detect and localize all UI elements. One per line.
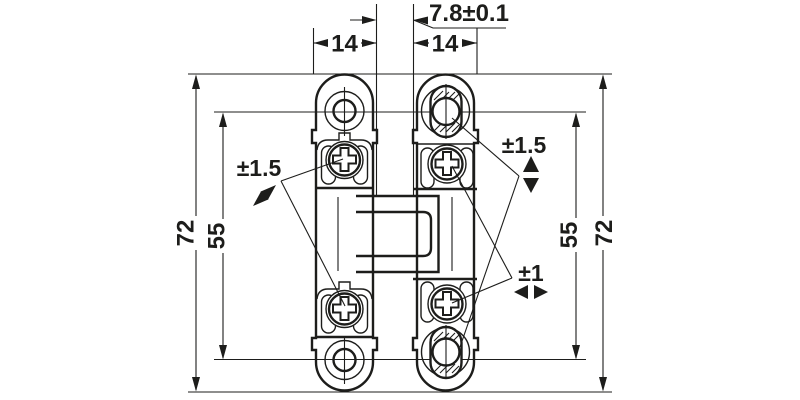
- dim-label-right-overall-height: 72: [591, 216, 618, 250]
- dim-label-right-hole-spacing: 55: [556, 218, 583, 252]
- right-lateral-adjustment-label: ±1: [514, 260, 548, 299]
- left-top-adjustment-screw: [316, 132, 373, 190]
- right-top-adjustment-screw: [413, 143, 477, 191]
- svg-text:±1.5: ±1.5: [502, 132, 547, 158]
- horizontal-adjustment-icon: [514, 285, 548, 299]
- left-adjustment-label: ±1.5: [237, 155, 282, 206]
- left-bottom-adjustment-screw: [316, 281, 373, 339]
- extension-lines: [188, 4, 612, 393]
- dim-label-left-hole-spacing: 55: [204, 219, 231, 253]
- diagonal-adjustment-icon: [253, 185, 276, 206]
- leader-lines: [280, 117, 520, 348]
- dim-label-left-overall-height: 72: [173, 216, 200, 250]
- right-bottom-adjustment-screw: [413, 277, 477, 324]
- svg-text:±1: ±1: [518, 260, 544, 286]
- svg-text:72: 72: [591, 220, 618, 247]
- svg-text:55: 55: [556, 222, 583, 249]
- dim-label-gap-width: 7.8±0.1: [429, 0, 509, 27]
- left-top-screw-hole: [324, 87, 365, 136]
- svg-text:±1.5: ±1.5: [237, 155, 282, 181]
- vertical-adjustment-icon: [523, 156, 539, 193]
- right-mounting-plate: [411, 73, 480, 392]
- svg-text:72: 72: [173, 220, 200, 247]
- right-vertical-adjustment-label: ±1.5: [502, 132, 547, 193]
- left-bottom-screw-hole: [324, 336, 365, 384]
- left-mounting-plate: [310, 73, 379, 392]
- center-link: [356, 194, 453, 274]
- right-top-slot-screw: [420, 84, 471, 139]
- right-bottom-slot-screw: [420, 325, 471, 380]
- dim-label-left-plate-width: 14: [331, 31, 358, 58]
- svg-text:55: 55: [204, 223, 231, 250]
- dim-label-right-plate-width: 14: [432, 31, 459, 58]
